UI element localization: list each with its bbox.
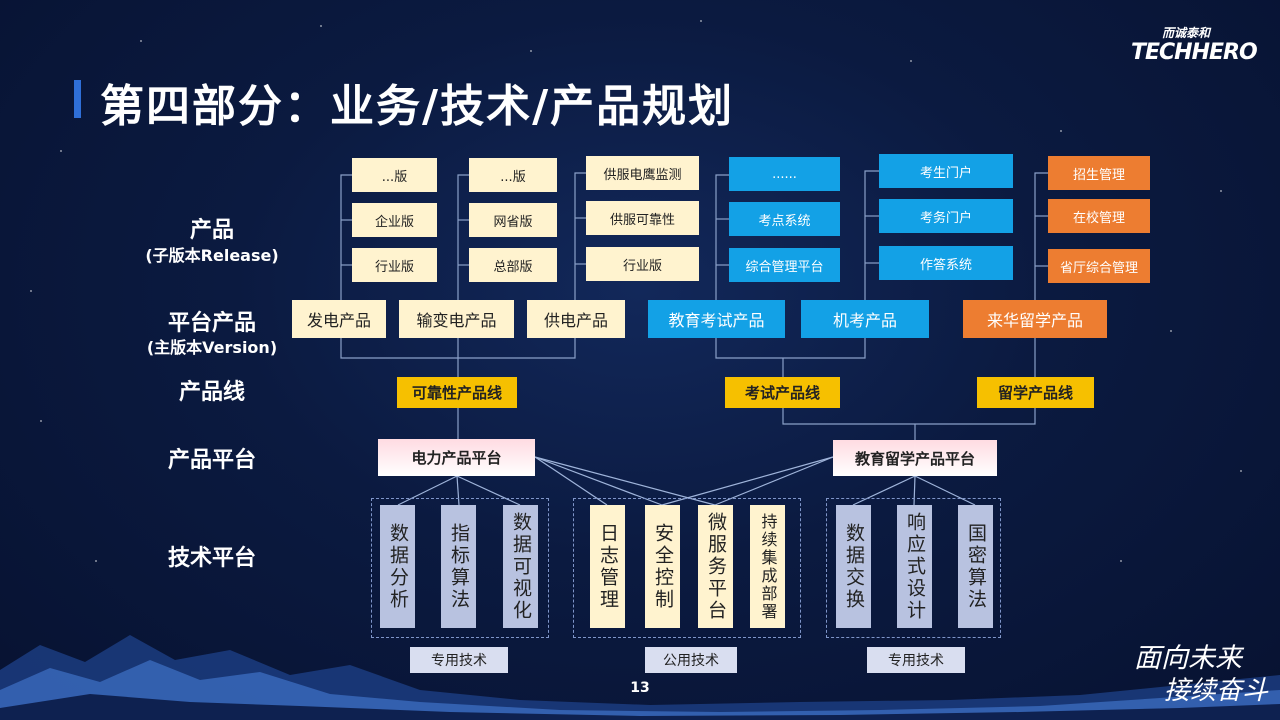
release-box: 综合管理平台 [729, 248, 840, 282]
release-box: ...版 [352, 158, 437, 192]
release-box: 企业版 [352, 203, 437, 237]
tech-item-label: 持续集成部署 [758, 512, 778, 621]
row-label-product: 产品 [189, 218, 234, 243]
tech-item-box: 日志管理 [590, 505, 625, 628]
tech-item-label: 日志管理 [597, 522, 619, 611]
product-platform-box: 教育留学产品平台 [833, 440, 997, 476]
slogan-line-2: 接续奋斗 [1164, 676, 1269, 706]
release-box: ...版 [469, 158, 557, 192]
release-box: 考生门户 [879, 154, 1013, 188]
platform-product-box: 输变电产品 [399, 300, 514, 338]
platform-product-box: 发电产品 [292, 300, 386, 338]
tech-item-label: 数据分析 [387, 522, 409, 611]
release-box: 行业版 [352, 248, 437, 282]
release-box: 作答系统 [879, 246, 1013, 280]
product-platform-box: 电力产品平台 [378, 439, 535, 476]
row-label-tech-platform: 技术平台 [167, 546, 256, 571]
release-box: 考点系统 [729, 202, 840, 236]
release-box: ...... [729, 157, 840, 191]
row-label-product-platform: 产品平台 [167, 448, 256, 473]
release-box: 供服电鹰监测 [586, 156, 699, 190]
tech-group-tag: 专用技术 [867, 647, 965, 673]
tech-group-frame [573, 498, 801, 638]
company-logo: TECHHERO [1131, 40, 1258, 65]
tech-item-label: 安全控制 [652, 522, 674, 611]
platform-product-box: 来华留学产品 [963, 300, 1107, 338]
tech-item-label: 指标算法 [448, 522, 470, 611]
tech-item-box: 数据交换 [836, 505, 871, 628]
row-label-platform-product: 平台产品 [167, 311, 256, 336]
tech-item-box: 国密算法 [958, 505, 993, 628]
release-box: 考务门户 [879, 199, 1013, 233]
page-number: 13 [630, 680, 650, 696]
product-line-box: 可靠性产品线 [397, 377, 517, 408]
tech-group-frame [826, 498, 1001, 638]
tech-item-label: 数据可视化 [510, 511, 532, 622]
tech-group-frame [371, 498, 549, 638]
tech-item-box: 响应式设计 [897, 505, 932, 628]
product-line-box: 留学产品线 [977, 377, 1094, 408]
tech-item-label: 微服务平台 [705, 511, 727, 622]
row-sublabel-version: (主版本Version) [146, 338, 278, 357]
tech-item-box: 安全控制 [645, 505, 680, 628]
release-box: 省厅综合管理 [1048, 249, 1150, 283]
tech-item-box: 微服务平台 [698, 505, 733, 628]
logo-chinese-text: 而诚泰和 [1162, 26, 1211, 40]
release-box: 在校管理 [1048, 199, 1150, 233]
release-box: 招生管理 [1048, 156, 1150, 190]
release-box: 网省版 [469, 203, 557, 237]
mountain-decoration [0, 635, 1280, 720]
tech-group-tag: 专用技术 [410, 647, 508, 673]
product-line-box: 考试产品线 [725, 377, 840, 408]
platform-product-box: 教育考试产品 [648, 300, 785, 338]
tech-item-box: 指标算法 [441, 505, 476, 628]
release-box: 供服可靠性 [586, 201, 699, 235]
tech-item-box: 数据可视化 [503, 505, 538, 628]
tech-item-box: 数据分析 [380, 505, 415, 628]
page-title: 第四部分：业务/技术/产品规划 [100, 81, 735, 132]
platform-product-box: 供电产品 [527, 300, 625, 338]
release-box: 总部版 [469, 248, 557, 282]
row-sublabel-release: (子版本Release) [145, 246, 279, 265]
tech-item-box: 持续集成部署 [750, 505, 785, 628]
tech-group-tag: 公用技术 [645, 647, 737, 673]
title-accent-bar [74, 80, 81, 118]
tech-item-label: 国密算法 [965, 522, 987, 611]
slogan-line-1: 面向未来 [1134, 643, 1242, 674]
tech-item-label: 数据交换 [843, 522, 865, 611]
release-box: 行业版 [586, 247, 699, 281]
row-label-product-line: 产品线 [178, 380, 245, 405]
tech-item-label: 响应式设计 [904, 511, 926, 622]
platform-product-box: 机考产品 [801, 300, 929, 338]
